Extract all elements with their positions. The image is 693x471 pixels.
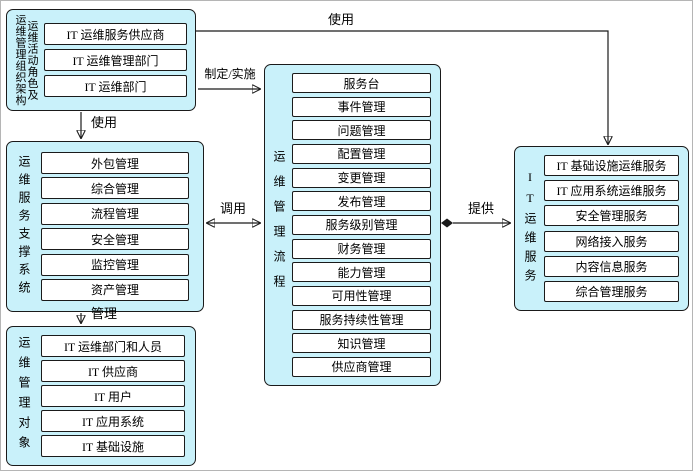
- process-item: 服务级别管理: [292, 214, 431, 235]
- objects-item: IT 应用系统: [41, 410, 185, 432]
- process-item: 服务持续性管理: [292, 309, 431, 330]
- services-item: IT 应用系统运维服务: [544, 180, 679, 202]
- process-item: 问题管理: [292, 120, 431, 141]
- org-items: IT 运维服务供应商 IT 运维管理部门 IT 运维部门: [44, 23, 187, 97]
- support-items: 外包管理 综合管理 流程管理 安全管理 监控管理 资产管理: [41, 152, 189, 301]
- support-item: 流程管理: [41, 202, 189, 225]
- process-item: 财务管理: [292, 238, 431, 259]
- process-item: 供应商管理: [292, 356, 431, 377]
- org-label-column-right: 运维活动角色及: [26, 19, 38, 101]
- group-managed-objects: 运维管理对象 IT 运维部门和人员 IT 供应商 IT 用户 IT 应用系统 I…: [6, 326, 196, 466]
- org-item: IT 运维服务供应商: [44, 23, 187, 45]
- process-item: 可用性管理: [292, 285, 431, 306]
- services-item: IT 基础设施运维服务: [544, 155, 679, 176]
- process-item: 配置管理: [292, 143, 431, 164]
- services-item: 安全管理服务: [544, 205, 679, 227]
- objects-item: IT 供应商: [41, 360, 185, 382]
- services-items: IT 基础设施运维服务 IT 应用系统运维服务 安全管理服务 网络接入服务 内容…: [544, 155, 679, 302]
- services-item: 网络接入服务: [544, 230, 679, 252]
- edge-label-use-top: 使用: [327, 12, 354, 27]
- group-it-services-label: IT运维服务: [523, 169, 537, 288]
- edge-label-manage: 管理: [91, 306, 118, 321]
- group-management-process-label: 运维管理流程: [272, 150, 286, 300]
- group-support-systems: 运维服务支撑系统 外包管理 综合管理 流程管理 安全管理 监控管理 资产管理: [6, 141, 204, 312]
- org-item: IT 运维管理部门: [44, 49, 187, 71]
- group-management-process: 运维管理流程 服务台 事件管理 问题管理 配置管理 变更管理 发布管理 服务级别…: [264, 64, 441, 386]
- provide-diamond-icon: [441, 218, 453, 228]
- support-item: 安全管理: [41, 228, 189, 251]
- objects-item: IT 运维部门和人员: [41, 335, 185, 357]
- objects-item: IT 基础设施: [41, 435, 185, 457]
- process-item: 知识管理: [292, 333, 431, 354]
- services-item: 内容信息服务: [544, 255, 679, 277]
- process-item: 变更管理: [292, 167, 431, 188]
- edge-label-provide: 提供: [467, 201, 494, 216]
- objects-item: IT 用户: [41, 385, 185, 407]
- support-item: 监控管理: [41, 253, 189, 276]
- process-items: 服务台 事件管理 问题管理 配置管理 变更管理 发布管理 服务级别管理 财务管理…: [292, 73, 431, 377]
- support-item: 资产管理: [41, 278, 189, 301]
- services-item: 综合管理服务: [544, 280, 679, 302]
- group-support-systems-label: 运维服务支撑系统: [17, 154, 31, 299]
- group-managed-objects-label: 运维管理对象: [17, 336, 31, 456]
- support-item: 外包管理: [41, 152, 189, 174]
- org-label-column-left: 运维管理组织架构: [14, 14, 26, 106]
- edge-label-invoke: 调用: [219, 201, 246, 216]
- group-it-services: IT运维服务 IT 基础设施运维服务 IT 应用系统运维服务 安全管理服务 网络…: [514, 146, 689, 311]
- process-item: 服务台: [292, 73, 431, 93]
- group-org-structure: 运维管理组织架构 运维活动角色及 IT 运维服务供应商 IT 运维管理部门 IT…: [6, 9, 196, 111]
- edge-label-formulate-implement: 制定/实施: [204, 67, 256, 81]
- edge-label-use-down: 使用: [91, 115, 118, 130]
- process-item: 能力管理: [292, 262, 431, 283]
- group-org-structure-label: 运维管理组织架构 运维活动角色及: [8, 10, 43, 110]
- process-item: 发布管理: [292, 191, 431, 212]
- org-item: IT 运维部门: [44, 75, 187, 97]
- support-item: 综合管理: [41, 177, 189, 200]
- process-item: 事件管理: [292, 96, 431, 117]
- objects-items: IT 运维部门和人员 IT 供应商 IT 用户 IT 应用系统 IT 基础设施: [41, 335, 185, 457]
